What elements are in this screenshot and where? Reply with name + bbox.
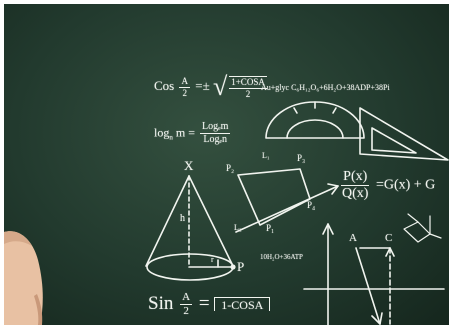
sin-half-angle-formula: Sin A 2 = 1-COSA: [148, 291, 271, 317]
log-prefix: log: [154, 125, 170, 140]
cos-equals-plus-minus: =±: [195, 77, 210, 93]
poly-label-l1: L₁: [262, 151, 270, 160]
cone-apex-label: X: [184, 158, 194, 173]
pq-denominator: Q(x): [342, 186, 369, 201]
chalk-sketches: [145, 101, 449, 325]
vector-diagram: [303, 213, 445, 325]
person-silhouette: [4, 231, 43, 325]
cos-arg-denominator: 2: [182, 87, 187, 98]
cone-point-label: P: [237, 259, 245, 274]
atp-note: 10H₂O+36ATP: [260, 253, 303, 261]
sin-radicand: 1-COSA: [214, 296, 271, 311]
sin-equals: =: [198, 292, 210, 314]
vector-label-c: C: [385, 232, 393, 244]
log-argument: m: [175, 125, 186, 140]
poly-label-p2: P₂: [226, 163, 235, 173]
chalkboard: Cos A 2 =± √ 1+COSA 2 Au+glyc C₆H₁₂O₆+6H…: [4, 4, 449, 325]
cone-radius-label: r: [211, 255, 214, 264]
log-denominator: Logₑn: [203, 134, 228, 145]
reaction-equation: Au+glyc C₆H₁₂O₆+6H₂O+38ADP+38Pi: [261, 83, 390, 92]
polygon-sketch: [235, 168, 339, 233]
sin-arg-numerator: A: [180, 291, 193, 305]
protractor-sketch: [265, 101, 365, 139]
poly-label-p4: P₄: [307, 200, 316, 210]
cos-function: Cos: [154, 77, 175, 93]
poly-label-l2: L₂: [234, 223, 242, 232]
cone-height-label: h: [180, 213, 185, 224]
cos-radicand-numerator: 1+COSA: [229, 76, 267, 89]
poly-label-p1: P₁: [266, 223, 275, 233]
log-equals: =: [188, 125, 195, 140]
pq-numerator: P(x): [341, 169, 370, 186]
sin-arg-denominator: 2: [183, 305, 189, 317]
vector-label-a: A: [349, 232, 357, 244]
sin-function: Sin: [148, 292, 174, 314]
pq-right-side: =G(x) +: [375, 177, 422, 193]
set-square-sketch: [359, 107, 449, 161]
cone-sketch: [145, 175, 236, 281]
cos-arg-numerator: A: [179, 75, 190, 88]
log-change-of-base-formula: logn m = Logₑm Logₑn: [154, 122, 232, 145]
cos-half-angle-formula: Cos A 2 =± √ 1+COSA 2: [154, 72, 267, 101]
pq-tail: G: [425, 177, 436, 193]
cos-radicand-denominator: 2: [245, 88, 251, 99]
log-numerator: Logₑm: [199, 121, 231, 134]
pq-ratio-formula: P(x) Q(x) =G(x) + G: [338, 170, 435, 201]
log-base: n: [169, 133, 173, 142]
poly-label-p3: P₃: [297, 153, 306, 163]
